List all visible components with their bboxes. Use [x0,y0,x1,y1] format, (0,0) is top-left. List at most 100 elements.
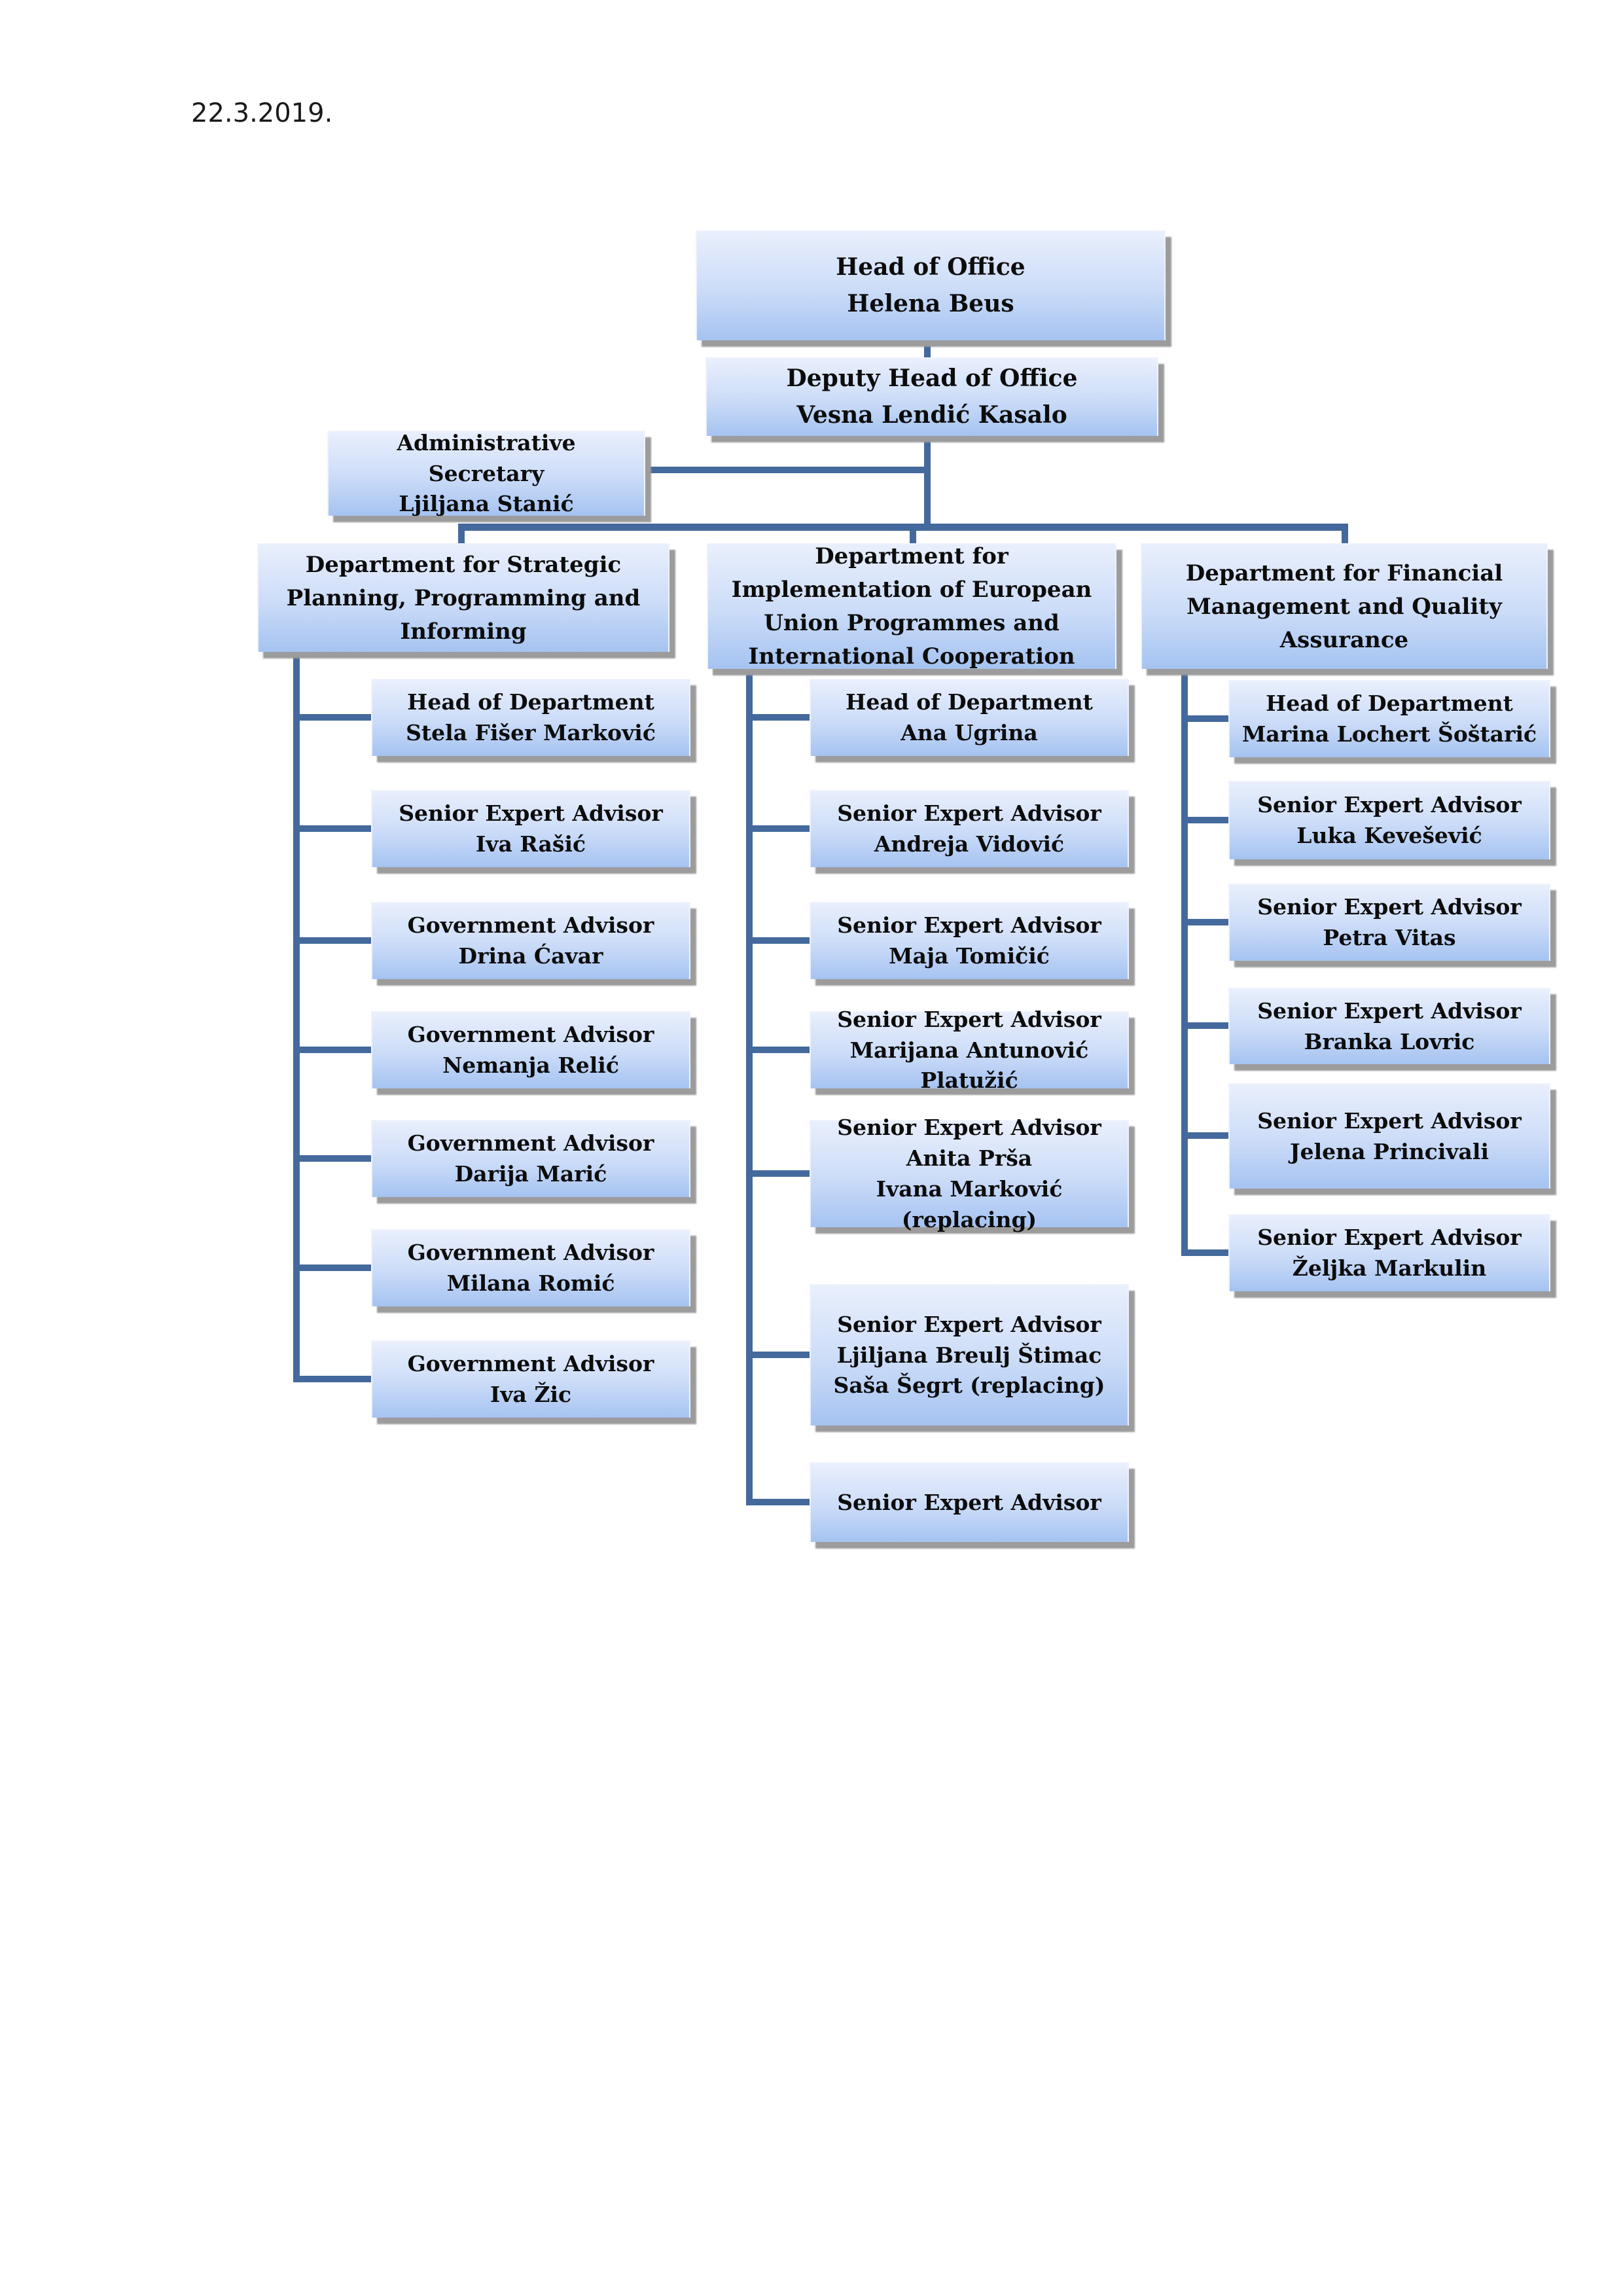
node-d3-senior-expert-advisor-5: Senior Expert Advisor Željka Markulin [1228,1214,1550,1291]
role-label: Government Advisor [407,1022,654,1048]
connector-line [746,937,810,944]
node-d2-senior-expert-advisor-5: Senior Expert Advisor Ljiljana Breulj Št… [810,1284,1129,1426]
connector-line [645,467,924,473]
connector-line [1181,715,1228,722]
connector-line [1181,817,1228,823]
node-administrative-secretary: Administrative Secretary Ljiljana Stanić [327,429,645,516]
connector-line [1181,1249,1228,1256]
role-label: Senior Expert Advisor [837,1006,1101,1032]
role-label: Head of Office [836,253,1026,281]
role-label: Government Advisor [407,1130,654,1157]
node-d2-senior-expert-advisor-1: Senior Expert Advisor Andreja Vidović [810,790,1129,867]
role-label: Government Advisor [407,1351,654,1377]
person-name: Branka Lovric [1304,1028,1475,1054]
node-dept-financial-management: Department for Financial Management and … [1141,543,1548,669]
person-name: Darija Marić [454,1161,607,1187]
node-d3-senior-expert-advisor-3: Senior Expert Advisor Branka Lovric [1228,988,1550,1064]
department-title: Department for Implementation of Europea… [731,543,1092,670]
connector-line [1181,668,1188,1256]
connector-line [746,714,810,721]
connector-line [746,1352,810,1358]
connector-line [910,524,916,545]
role-label: Government Advisor [407,1240,654,1266]
role-label: Senior Expert Advisor [837,1311,1101,1337]
connector-line [1342,524,1348,545]
date-label: 22.3.2019. [191,98,333,128]
connector-line [293,1376,371,1382]
person-name: Marijana Antunović Platužić [849,1037,1089,1094]
node-dept-eu-programmes: Department for Implementation of Europea… [707,543,1116,670]
department-title: Department for Strategic Planning, Progr… [286,551,641,645]
person-name: Anita Prša [906,1145,1033,1172]
node-d2-senior-expert-advisor-2: Senior Expert Advisor Maja Tomičić [810,902,1129,979]
role-label: Senior Expert Advisor [1257,997,1522,1024]
person-name: Ljiljana Stanić [399,491,574,517]
connector-line [293,937,371,944]
node-d3-senior-expert-advisor-1: Senior Expert Advisor Luka Kevešević [1228,781,1550,859]
role-label: Senior Expert Advisor [837,912,1101,939]
node-d2-senior-expert-advisor-4: Senior Expert Advisor Anita Prša Ivana M… [810,1115,1129,1232]
node-dept-strategic-planning: Department for Strategic Planning, Progr… [257,543,669,652]
person-name: Jelena Princivali [1290,1138,1489,1164]
role-label: Senior Expert Advisor [837,1489,1101,1515]
node-d1-government-advisor-3: Government Advisor Darija Marić [371,1120,690,1197]
node-d1-head-of-department: Head of Department Stela Fišer Marković [371,679,690,756]
connector-line [746,1499,810,1505]
person-name: Željka Markulin [1292,1255,1487,1281]
connector-line [458,524,465,545]
person-name-replacing: Saša Šegrt (replacing) [833,1372,1105,1399]
connector-line [293,1265,371,1271]
connector-line [924,340,931,359]
node-d2-senior-expert-advisor-vacant: Senior Expert Advisor [810,1462,1129,1542]
person-name: Vesna Lendić Kasalo [796,401,1067,429]
connector-line [293,714,371,721]
role-label: Government Advisor [407,912,654,939]
node-d1-government-advisor-2: Government Advisor Nemanja Relić [371,1011,690,1088]
role-label: Senior Expert Advisor [1257,894,1522,920]
connector-line [746,668,753,1505]
connector-line [293,825,371,832]
person-name: Luka Kevešević [1296,823,1482,848]
connector-line [924,436,931,525]
node-d1-government-advisor-1: Government Advisor Drina Ćavar [371,902,690,979]
person-name: Nemanja Relić [442,1052,619,1078]
role-label: Senior Expert Advisor [1257,792,1522,818]
node-d2-head-of-department: Head of Department Ana Ugrina [810,679,1129,756]
connector-line [746,825,810,832]
node-d1-government-advisor-4: Government Advisor Milana Romić [371,1229,690,1306]
person-name: Stela Fišer Marković [406,720,656,745]
department-title: Department for Financial Management and … [1185,560,1503,653]
person-name-replacing: Ivana Marković (replacing) [876,1176,1063,1232]
node-d1-senior-expert-advisor: Senior Expert Advisor Iva Rašić [371,790,690,867]
connector-line [746,1170,810,1177]
connector-line [1181,1132,1228,1139]
role-label: Deputy Head of Office [786,365,1078,393]
connector-line [293,651,300,1382]
node-head-of-office: Head of Office Helena Beus [696,230,1166,340]
role-label: Head of Department [1266,691,1513,717]
node-d3-head-of-department: Head of Department Marina Lochert Šoštar… [1228,680,1550,757]
role-label: Senior Expert Advisor [837,800,1101,827]
connector-line [1181,1022,1228,1029]
node-d1-government-advisor-5: Government Advisor Iva Žic [371,1340,690,1418]
person-name: Ljiljana Breulj Štimac [836,1342,1102,1368]
person-name: Milana Romić [446,1270,615,1296]
person-name: Helena Beus [847,290,1014,317]
connector-line [746,1047,810,1053]
connector-line [1181,919,1228,925]
role-label: Head of Department [407,689,654,715]
person-name: Petra Vitas [1323,925,1456,950]
connector-line [458,524,1348,531]
person-name: Iva Rašić [475,831,586,857]
role-label: Senior Expert Advisor [837,1115,1101,1141]
role-label: Senior Expert Advisor [399,800,663,827]
role-label: Head of Department [846,689,1093,715]
person-name: Andreja Vidović [874,831,1065,857]
node-d2-senior-expert-advisor-3: Senior Expert Advisor Marijana Antunović… [810,1007,1129,1093]
role-label: Senior Expert Advisor [1257,1225,1522,1251]
connector-line [293,1047,371,1053]
role-label: Administrative Secretary [397,429,576,486]
person-name: Ana Ugrina [901,720,1038,745]
role-label: Senior Expert Advisor [1257,1107,1522,1134]
